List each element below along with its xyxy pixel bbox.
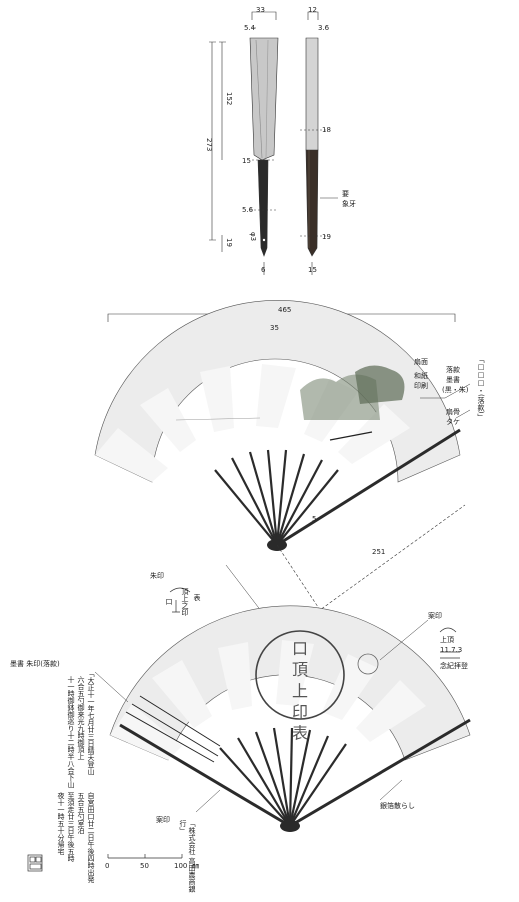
dim-19: 19 bbox=[225, 238, 233, 247]
seal-col3: 口 bbox=[165, 598, 173, 605]
label-paper: 和紙 bbox=[414, 372, 428, 380]
dim-273: 273 bbox=[205, 138, 213, 152]
label-print: 印刷 bbox=[414, 382, 428, 390]
rib-note: 銀箔散らし bbox=[380, 802, 415, 810]
right-seal-label: 案印 bbox=[428, 612, 442, 620]
label-rib: 扇骨 bbox=[446, 408, 460, 416]
label-signature: 落款 bbox=[446, 366, 460, 374]
seal-label-top: 朱印 bbox=[150, 572, 164, 580]
inscription2-col-2: 五合五勺室泊 bbox=[77, 792, 85, 834]
seal-col1: 頂上之印 bbox=[181, 588, 189, 616]
inscription-col-3: 十一時御鉢御巡り十二時半八合下山 bbox=[67, 676, 75, 788]
dim-3-6: 3.6 bbox=[318, 24, 330, 32]
scale-0: 0 bbox=[105, 862, 110, 870]
label-ink-colors: (黒・朱) bbox=[442, 386, 469, 394]
dim-5: 5 bbox=[312, 515, 317, 523]
scale-unit: ㎜ bbox=[192, 862, 199, 870]
dim-15-bottom: 15 bbox=[308, 266, 317, 274]
dim-465: 465 bbox=[278, 306, 292, 314]
inscription2-col-4: 夜十一時五十分帰宅 bbox=[57, 792, 65, 855]
label-rib-material: タケ bbox=[446, 418, 460, 426]
right-seal-text2: 11.7.3 bbox=[440, 646, 463, 654]
inscription2-col-1: 自宮田口廿二日午後四時出発 bbox=[87, 792, 95, 883]
lower-seal-text: 「株式会社 高田農商銀行」 bbox=[179, 820, 196, 893]
seal-col2: 表 bbox=[193, 594, 201, 601]
closed-fan-side bbox=[300, 11, 338, 275]
right-seal-text3: 念紀拝登 bbox=[440, 662, 468, 670]
right-seal-text1: 上頂 bbox=[440, 636, 454, 644]
dim-5-6: 5.6 bbox=[242, 206, 254, 214]
open-fan-top bbox=[94, 300, 471, 611]
inscription2-col-3: 至須走廿三日午後五時 bbox=[67, 792, 75, 862]
inscription-col-2: 六合五勺御来光九時御頂上 bbox=[77, 676, 85, 760]
dim-5-4: 5.4 bbox=[244, 24, 256, 32]
lower-seal-label: 案印 bbox=[156, 816, 170, 824]
closed-fan-front bbox=[209, 11, 279, 275]
label-ink: 墨書 bbox=[446, 376, 460, 384]
dim-6: 6 bbox=[261, 266, 266, 274]
dim-12: 12 bbox=[308, 6, 317, 14]
material-value: 象牙 bbox=[342, 200, 356, 208]
label-sig-text: 「□□□・(落款)」 bbox=[477, 356, 485, 421]
dim-33: 33 bbox=[256, 6, 265, 14]
dim-18: 18 bbox=[322, 126, 331, 134]
dim-19-side: 19 bbox=[322, 233, 331, 241]
scale-50: 50 bbox=[140, 862, 149, 870]
dim-35: 35 bbox=[270, 324, 279, 332]
scale-100: 100 bbox=[174, 862, 188, 870]
dim-15: 15 bbox=[242, 157, 251, 165]
dim-251: 251 bbox=[372, 548, 386, 556]
scale-bar bbox=[107, 854, 183, 859]
label-left-ink: 墨書 朱印(落款) bbox=[10, 660, 60, 668]
dim-phi3: φ3 bbox=[249, 232, 257, 242]
material-label: 要 bbox=[342, 190, 349, 198]
label-surface: 扇面 bbox=[414, 358, 428, 366]
seal-diagram-bottom bbox=[27, 627, 460, 872]
open-fan-bottom bbox=[94, 605, 471, 832]
big-seal-text: 口 頂 上 印 表 bbox=[289, 640, 308, 741]
dim-152: 152 bbox=[225, 92, 233, 106]
inscription-col-1: 「大正十一年七月廿三日晴天登山 bbox=[87, 670, 95, 775]
